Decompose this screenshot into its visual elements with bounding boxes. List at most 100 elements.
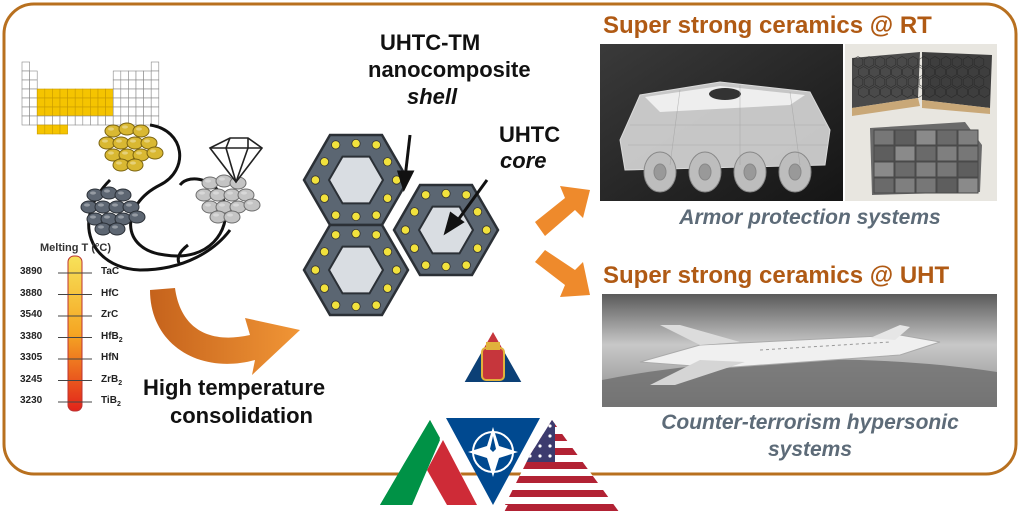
- periodic-cell: [90, 115, 99, 126]
- ceramic-armor-tiles-image: [845, 44, 997, 201]
- us-stripe: [500, 483, 625, 490]
- armor-hex-cell: [885, 76, 897, 88]
- powder-particle: [100, 186, 118, 200]
- periodic-cell: [29, 79, 38, 90]
- tm-particle: [421, 260, 431, 270]
- periodic-cell: [143, 106, 152, 117]
- tm-particle: [351, 139, 361, 149]
- powder-particle-shine: [118, 215, 124, 219]
- periodic-cell: [112, 106, 122, 117]
- armor-hex-cell: [940, 76, 952, 88]
- powder-particle: [126, 158, 144, 172]
- melting-material-label: HfN: [101, 352, 119, 363]
- powder-particle-shine: [150, 149, 156, 153]
- periodic-cell: [29, 70, 38, 81]
- core-label-line2: core: [500, 148, 547, 173]
- periodic-cell: [112, 70, 122, 81]
- periodic-cell: [120, 97, 129, 108]
- tm-particle: [461, 190, 471, 200]
- powder-particle-shine: [247, 201, 253, 205]
- core-hexagon: [327, 155, 385, 205]
- melting-temp-value: 3540: [20, 309, 43, 320]
- periodic-cell: [128, 70, 137, 81]
- tm-particle: [382, 157, 393, 167]
- tm-particle: [461, 260, 471, 270]
- periodic-cell: [128, 97, 137, 108]
- powder-particle-shine: [227, 213, 233, 217]
- armor-hex-cell: [858, 66, 869, 78]
- us-star: [538, 444, 542, 448]
- material-formula: HfC: [101, 287, 119, 299]
- periodic-cell: [21, 61, 30, 72]
- us-stripe: [500, 448, 625, 455]
- tm-particle: [421, 190, 431, 200]
- consolidation-label-line1: High temperature: [143, 375, 326, 400]
- powder-particle-shine: [98, 203, 104, 207]
- periodic-cell: [21, 97, 30, 108]
- armor-hex-cell: [924, 66, 935, 78]
- vehicle-hub: [743, 163, 757, 181]
- carbide-powder-icon: [80, 186, 146, 236]
- armor-hex-cell: [885, 56, 897, 68]
- armor-tile: [873, 177, 895, 194]
- us-stripe: [500, 434, 625, 441]
- periodic-cell: [59, 106, 68, 117]
- armor-hex-cell: [951, 76, 963, 88]
- periodic-cell: [59, 88, 68, 99]
- powder-particle-shine: [90, 191, 96, 195]
- periodic-cell: [52, 115, 61, 126]
- armor-tile: [936, 129, 958, 146]
- armor-tile: [894, 177, 916, 194]
- armor-tile: [936, 161, 958, 178]
- armor-hex-cell: [918, 56, 930, 68]
- tm-particle: [319, 247, 330, 257]
- periodic-cell: [97, 106, 106, 117]
- periodic-cell: [21, 106, 30, 117]
- periodic-cell: [135, 70, 144, 81]
- periodic-cell: [143, 79, 152, 90]
- powder-particle-shine: [122, 125, 128, 129]
- periodic-cell: [120, 70, 129, 81]
- tm-particle: [351, 229, 361, 239]
- periodic-cell: [150, 88, 160, 99]
- melting-material-label: TiB2: [101, 395, 121, 408]
- periodic-cell: [143, 115, 152, 126]
- armor-hex-cell: [929, 56, 941, 68]
- periodic-cell: [59, 115, 68, 126]
- shell-label-line3: shell: [407, 84, 458, 109]
- powder-particle-shine: [90, 215, 96, 219]
- periodic-cell: [150, 61, 160, 72]
- armor-hex-cell: [880, 66, 891, 78]
- tm-particle: [391, 265, 402, 275]
- powder-particle: [104, 124, 122, 138]
- periodic-cell: [135, 115, 144, 126]
- tm-particle: [371, 300, 381, 310]
- periodic-cell: [74, 88, 84, 99]
- periodic-cell: [105, 115, 114, 126]
- periodic-cell: [67, 88, 76, 99]
- periodic-cell: [36, 115, 46, 126]
- hypersonic-aircraft-image: [602, 294, 997, 407]
- armor-hex-cell: [852, 56, 864, 68]
- us-stripe: [500, 504, 625, 511]
- periodic-cell: [135, 106, 144, 117]
- tm-particle: [331, 210, 341, 220]
- vehicle-hub: [788, 163, 802, 181]
- tm-particle: [441, 261, 451, 271]
- consolidation-arrow: [150, 288, 300, 375]
- tm-particle: [331, 300, 341, 310]
- powder-particle-shine: [205, 179, 211, 183]
- armor-hex-cell: [946, 66, 957, 78]
- material-subscript: 2: [118, 379, 123, 387]
- powder-particle-shine: [227, 191, 233, 195]
- periodic-cell: [59, 124, 68, 135]
- tm-particle: [472, 243, 483, 253]
- gold-powder-icon: [98, 122, 164, 172]
- us-stripe: [500, 476, 625, 483]
- us-stripe: [500, 455, 625, 462]
- armor-hex-cell: [940, 56, 952, 68]
- periodic-cell: [36, 106, 46, 117]
- armor-hex-cell: [924, 86, 935, 98]
- periodic-cell: [120, 88, 129, 99]
- armor-hex-cell: [913, 66, 924, 78]
